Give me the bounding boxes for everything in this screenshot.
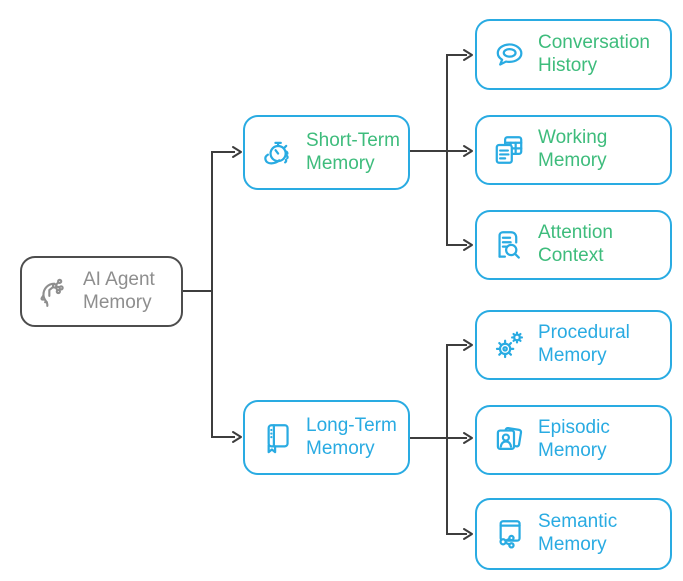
arrowhead-attention-context-icon	[463, 239, 473, 251]
node-label: Procedural Memory	[538, 322, 630, 366]
photo-stack-icon	[489, 420, 529, 460]
node-short-term-memory: Short-Term Memory	[243, 115, 410, 190]
arrowhead-episodic-memory-icon	[463, 432, 473, 444]
node-label: Working Memory	[538, 127, 608, 171]
arrowhead-conversation-history-icon	[463, 49, 473, 61]
node-label: Attention Context	[538, 222, 613, 266]
node-attention-context: Attention Context	[475, 210, 672, 280]
arrowhead-semantic-memory-icon	[463, 528, 473, 540]
node-semantic-memory: Semantic Memory	[475, 498, 672, 570]
document-search-icon	[489, 225, 529, 265]
ai-head-circuit-icon	[34, 272, 74, 312]
node-episodic-memory: Episodic Memory	[475, 405, 672, 475]
arrowhead-short-term-icon	[232, 146, 242, 158]
node-conversation-history: Conversation History	[475, 19, 672, 90]
gears-icon	[489, 325, 529, 365]
node-label: Short-Term Memory	[306, 129, 400, 174]
node-ai-agent-memory: AI Agent Memory	[20, 256, 183, 327]
node-label: Long-Term Memory	[306, 414, 397, 459]
node-label: Conversation History	[538, 31, 650, 76]
book-network-icon	[489, 514, 529, 554]
node-label: AI Agent Memory	[83, 268, 155, 313]
hand-stopwatch-icon	[257, 133, 297, 173]
node-label: Episodic Memory	[538, 417, 610, 461]
arrowhead-procedural-memory-icon	[463, 339, 473, 351]
documents-grid-icon	[489, 130, 529, 170]
node-label: Semantic Memory	[538, 511, 618, 555]
node-long-term-memory: Long-Term Memory	[243, 400, 410, 475]
node-working-memory: Working Memory	[475, 115, 672, 185]
arrowhead-long-term-icon	[232, 431, 242, 443]
speech-bubble-icon	[489, 35, 529, 75]
arrowhead-working-memory-icon	[463, 145, 473, 157]
node-procedural-memory: Procedural Memory	[475, 310, 672, 380]
journal-bookmark-icon	[257, 418, 297, 458]
